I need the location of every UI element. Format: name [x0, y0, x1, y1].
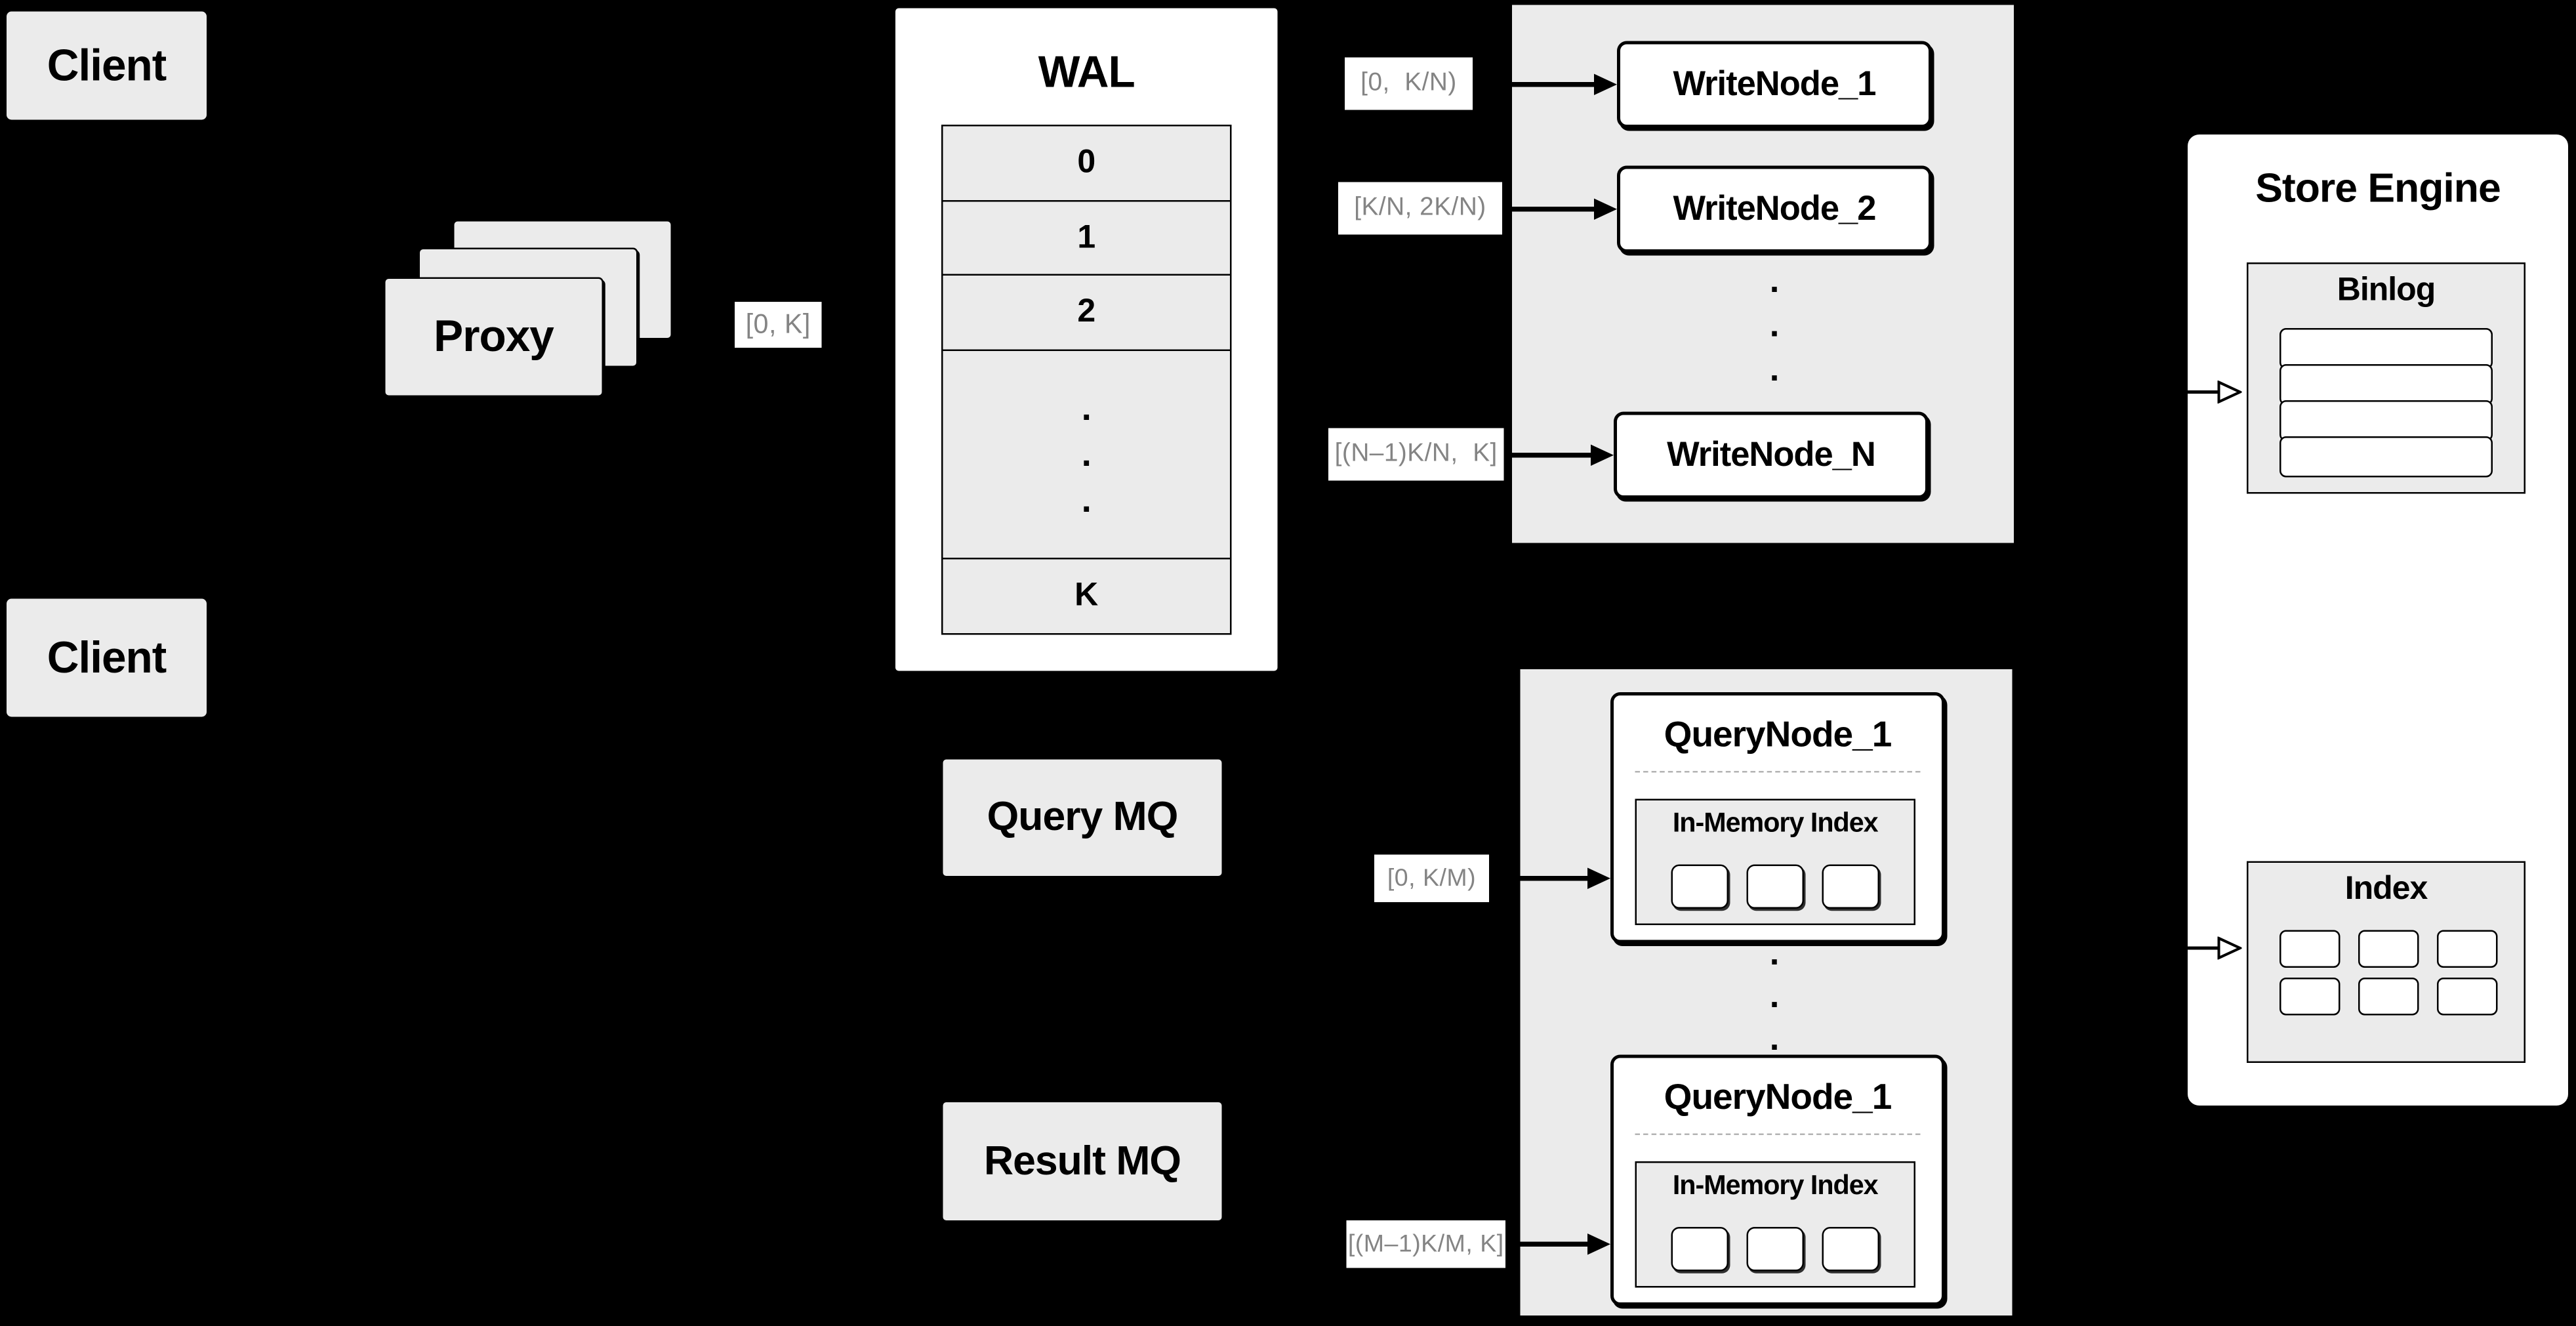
result-mq-box: Result MQ — [943, 1102, 1222, 1220]
index-cell — [2437, 930, 2498, 968]
wal-segment-ellipsis: . . . — [941, 349, 1232, 561]
binlog-box: Binlog — [2247, 262, 2525, 494]
query-node-divider — [1635, 1133, 1921, 1135]
index-segment — [1746, 864, 1804, 909]
client-node-top: Client — [7, 11, 207, 120]
binlog-row — [2280, 328, 2493, 369]
wal-segment-0: 0 — [941, 125, 1232, 202]
wal-segment-2: 2 — [941, 274, 1232, 352]
binlog-row — [2280, 364, 2493, 405]
client-node-bottom: Client — [7, 598, 207, 717]
binlog-title: Binlog — [2337, 272, 2436, 308]
ellipsis-dot: . — [1769, 1020, 1780, 1058]
ellipsis-dot: . — [1081, 433, 1092, 475]
index-box: Index — [2247, 861, 2525, 1063]
in-memory-index-box: In-Memory Index — [1635, 798, 1915, 925]
arrow-line-query-1 — [1489, 876, 1587, 881]
wal-segment-table: 0 1 2 . . . K — [941, 125, 1232, 636]
arrowhead-icon — [1587, 867, 1610, 889]
ellipsis-dot: . — [1081, 387, 1092, 429]
index-segment — [1671, 1227, 1728, 1272]
write-node-2: WriteNode_2 — [1617, 165, 1932, 253]
ellipsis-dot: . — [1769, 306, 1780, 344]
query-node-ellipsis: . . . — [1735, 935, 1814, 1060]
arrowhead-icon — [1591, 444, 1614, 466]
ellipsis-dot: . — [1081, 479, 1092, 521]
query-node-1: QueryNode_1 In-Memory Index — [1610, 692, 1945, 943]
range-label-query-1: [0, K/M) — [1374, 854, 1489, 902]
query-node-divider — [1635, 771, 1921, 773]
binlog-row — [2280, 400, 2493, 442]
ellipsis-dot: . — [1769, 350, 1780, 388]
query-node-title: QueryNode_1 — [1664, 1076, 1892, 1117]
arrow-line-write-1 — [1473, 82, 1594, 87]
write-node-1: WriteNode_1 — [1617, 41, 1932, 128]
index-segment — [1822, 1227, 1879, 1272]
index-title: Index — [2344, 871, 2428, 907]
range-label-proxy-out: [0, K] — [735, 302, 822, 348]
store-engine-box: Store Engine Binlog Index — [2188, 135, 2568, 1106]
arrow-line-query-m — [1505, 1242, 1587, 1247]
arrow-line-index — [2034, 945, 2219, 950]
range-label-write-n: [(N–1)K/N, K] — [1328, 428, 1504, 481]
index-cell — [2437, 978, 2498, 1016]
open-arrowhead-icon — [2217, 936, 2242, 960]
query-node-2: QueryNode_1 In-Memory Index — [1610, 1054, 1945, 1306]
query-mq-box: Query MQ — [943, 759, 1222, 876]
wal-segment-1: 1 — [941, 199, 1232, 277]
index-cell — [2358, 978, 2419, 1016]
range-label-write-1: [0, K/N) — [1345, 57, 1473, 110]
wal-title: WAL — [1038, 47, 1135, 97]
index-cell — [2358, 930, 2419, 968]
wal-segment-k: K — [941, 558, 1232, 636]
proxy-node: Proxy — [384, 277, 603, 397]
range-label-write-2: [K/N, 2K/N) — [1338, 182, 1502, 235]
wal-box: WAL 0 1 2 . . . K — [895, 8, 1278, 671]
arrow-line-write-2 — [1502, 207, 1594, 211]
index-cell — [2280, 930, 2341, 968]
in-memory-index-title: In-Memory Index — [1672, 1171, 1879, 1201]
range-label-query-m: [(M–1)K/M, K] — [1346, 1220, 1505, 1268]
query-node-title: QueryNode_1 — [1664, 713, 1892, 755]
ellipsis-dot: . — [1769, 935, 1780, 973]
in-memory-index-title: In-Memory Index — [1672, 808, 1879, 839]
index-cell — [2280, 978, 2341, 1016]
index-segment — [1746, 1227, 1804, 1272]
arrowhead-icon — [1594, 73, 1617, 95]
open-arrowhead-icon — [2217, 381, 2242, 404]
index-segment — [1822, 864, 1879, 909]
write-node-n: WriteNode_N — [1614, 411, 1929, 499]
store-engine-title: Store Engine — [2255, 165, 2501, 212]
ellipsis-dot: . — [1769, 261, 1780, 300]
arrowhead-icon — [1587, 1233, 1610, 1255]
ellipsis-dot: . — [1769, 978, 1780, 1016]
binlog-row — [2280, 436, 2493, 478]
write-node-ellipsis: . . . — [1735, 259, 1814, 390]
in-memory-index-box: In-Memory Index — [1635, 1161, 1915, 1288]
arrowhead-icon — [1594, 198, 1617, 220]
index-segment — [1671, 864, 1728, 909]
arrow-line-binlog — [2034, 390, 2219, 394]
arrow-line-write-n — [1503, 453, 1591, 457]
